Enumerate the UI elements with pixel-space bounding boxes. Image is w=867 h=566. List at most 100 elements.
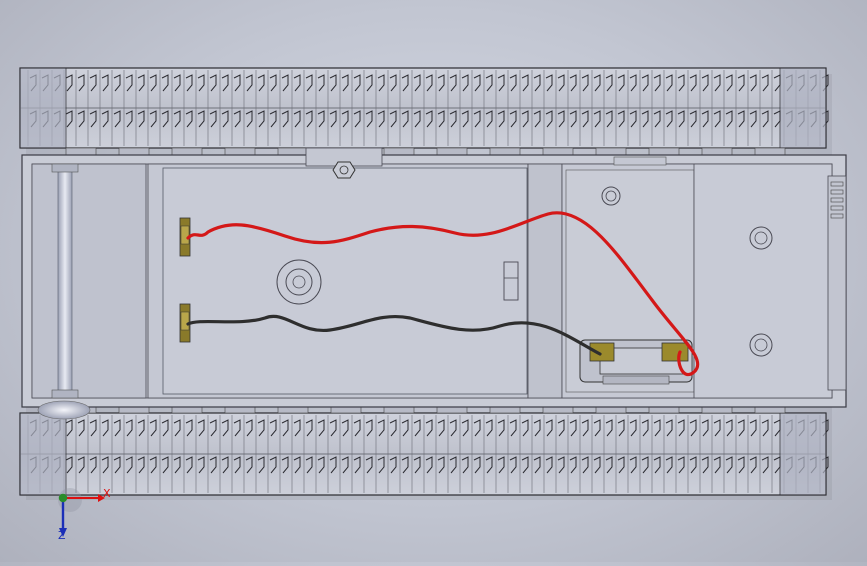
- track-cleat-lower: [101, 110, 109, 128]
- gearbox-cover: [693, 163, 833, 399]
- track-cleat-upper: [389, 74, 397, 92]
- track-cleat-upper: [269, 419, 277, 437]
- track-cleat-lower: [197, 456, 205, 474]
- track-cleat-lower: [185, 110, 193, 128]
- track-cleat-upper: [617, 419, 625, 437]
- gearbox-screw-top: [749, 226, 773, 250]
- track-cleat-lower: [221, 456, 229, 474]
- guide-block-top: [489, 147, 521, 156]
- gearbox-screw-bottom-inner: [754, 338, 768, 352]
- track-cleat-lower: [113, 456, 121, 474]
- track-cleat-lower: [521, 110, 529, 128]
- track-cleat-lower: [713, 110, 721, 128]
- track-cleat-upper: [209, 74, 217, 92]
- track-cleat-lower: [161, 456, 169, 474]
- track-cleat-upper: [629, 419, 637, 437]
- track-cleat-upper: [341, 74, 349, 92]
- guide-block-bottom: [701, 406, 733, 414]
- track-cleat-upper: [77, 419, 85, 437]
- track-cleat-upper: [581, 419, 589, 437]
- track-cleat-upper: [761, 419, 769, 437]
- track-cleat-upper: [125, 419, 133, 437]
- track-cleat-lower: [437, 110, 445, 128]
- guide-block-top: [171, 147, 203, 156]
- guide-block-bottom: [595, 406, 627, 414]
- track-cleat-upper: [449, 74, 457, 92]
- track-cleat-upper: [149, 419, 157, 437]
- track-cleat-lower: [737, 110, 745, 128]
- track-cleat-lower: [581, 110, 589, 128]
- track-cleat-upper: [281, 419, 289, 437]
- track-cleat-upper: [125, 74, 133, 92]
- bottom-track[interactable]: [19, 412, 829, 496]
- track-cleat-lower: [605, 456, 613, 474]
- track-cleat-lower: [629, 110, 637, 128]
- track-cleat-upper: [545, 74, 553, 92]
- top-front-idler: [779, 67, 827, 149]
- red-wire[interactable]: [186, 211, 700, 376]
- front-bumper-slots: [830, 181, 844, 219]
- track-cleat-upper: [113, 74, 121, 92]
- track-cleat-lower: [725, 456, 733, 474]
- track-cleat-upper: [653, 419, 661, 437]
- track-cleat-lower: [653, 110, 661, 128]
- track-cleat-lower: [413, 110, 421, 128]
- track-cleat-lower: [569, 110, 577, 128]
- track-cleat-lower: [545, 456, 553, 474]
- black-wire[interactable]: [186, 314, 602, 356]
- track-cleat-upper: [101, 419, 109, 437]
- guide-block-top: [648, 147, 680, 156]
- track-cleat-upper: [425, 419, 433, 437]
- track-cleat-lower: [113, 110, 121, 128]
- track-cleat-lower: [377, 110, 385, 128]
- track-cleat-upper: [641, 74, 649, 92]
- track-cleat-upper: [89, 74, 97, 92]
- track-cleat-upper: [65, 419, 73, 437]
- triad-x-arrow: [98, 494, 105, 502]
- track-cleat-lower: [317, 110, 325, 128]
- motor-flange: [602, 375, 670, 385]
- track-cleat-lower: [509, 456, 517, 474]
- track-cleat-upper: [761, 74, 769, 92]
- drive-motor[interactable]: [579, 339, 693, 385]
- track-cleat-lower: [473, 110, 481, 128]
- top-rear-sprocket: [19, 67, 67, 149]
- track-cleat-lower: [233, 110, 241, 128]
- track-cleat-lower: [65, 456, 73, 474]
- track-cleat-upper: [137, 74, 145, 92]
- track-cleat-upper: [401, 419, 409, 437]
- track-cleat-lower: [461, 110, 469, 128]
- guide-block-bottom: [383, 406, 415, 414]
- track-cleat-lower: [341, 110, 349, 128]
- track-cleat-upper: [497, 74, 505, 92]
- track-cleat-lower: [425, 456, 433, 474]
- motor-terminal-right: [661, 342, 689, 362]
- track-cleat-upper: [593, 419, 601, 437]
- gearbox-screw-top-inner: [754, 231, 768, 245]
- track-cleat-lower: [449, 110, 457, 128]
- track-cleat-lower: [701, 456, 709, 474]
- top-track[interactable]: [19, 67, 829, 149]
- track-cleat-upper: [317, 419, 325, 437]
- chassis-frame[interactable]: [21, 147, 847, 420]
- track-cleat-upper: [221, 74, 229, 92]
- track-cleat-lower: [449, 456, 457, 474]
- track-cleat-upper: [101, 74, 109, 92]
- track-cleat-upper: [749, 419, 757, 437]
- track-cleat-upper: [353, 74, 361, 92]
- guide-block-bottom: [277, 406, 309, 414]
- track-cleat-lower: [281, 456, 289, 474]
- battery-boss-inner: [292, 275, 306, 289]
- hex-nut: [305, 147, 383, 179]
- guide-block-top: [754, 147, 786, 156]
- track-cleat-lower: [665, 110, 673, 128]
- track-cleat-upper: [653, 74, 661, 92]
- guide-block-top: [383, 147, 415, 156]
- track-cleat-upper: [485, 419, 493, 437]
- track-cleat-upper: [473, 74, 481, 92]
- track-cleat-upper: [233, 419, 241, 437]
- track-cleat-upper: [293, 74, 301, 92]
- track-cleat-lower: [533, 456, 541, 474]
